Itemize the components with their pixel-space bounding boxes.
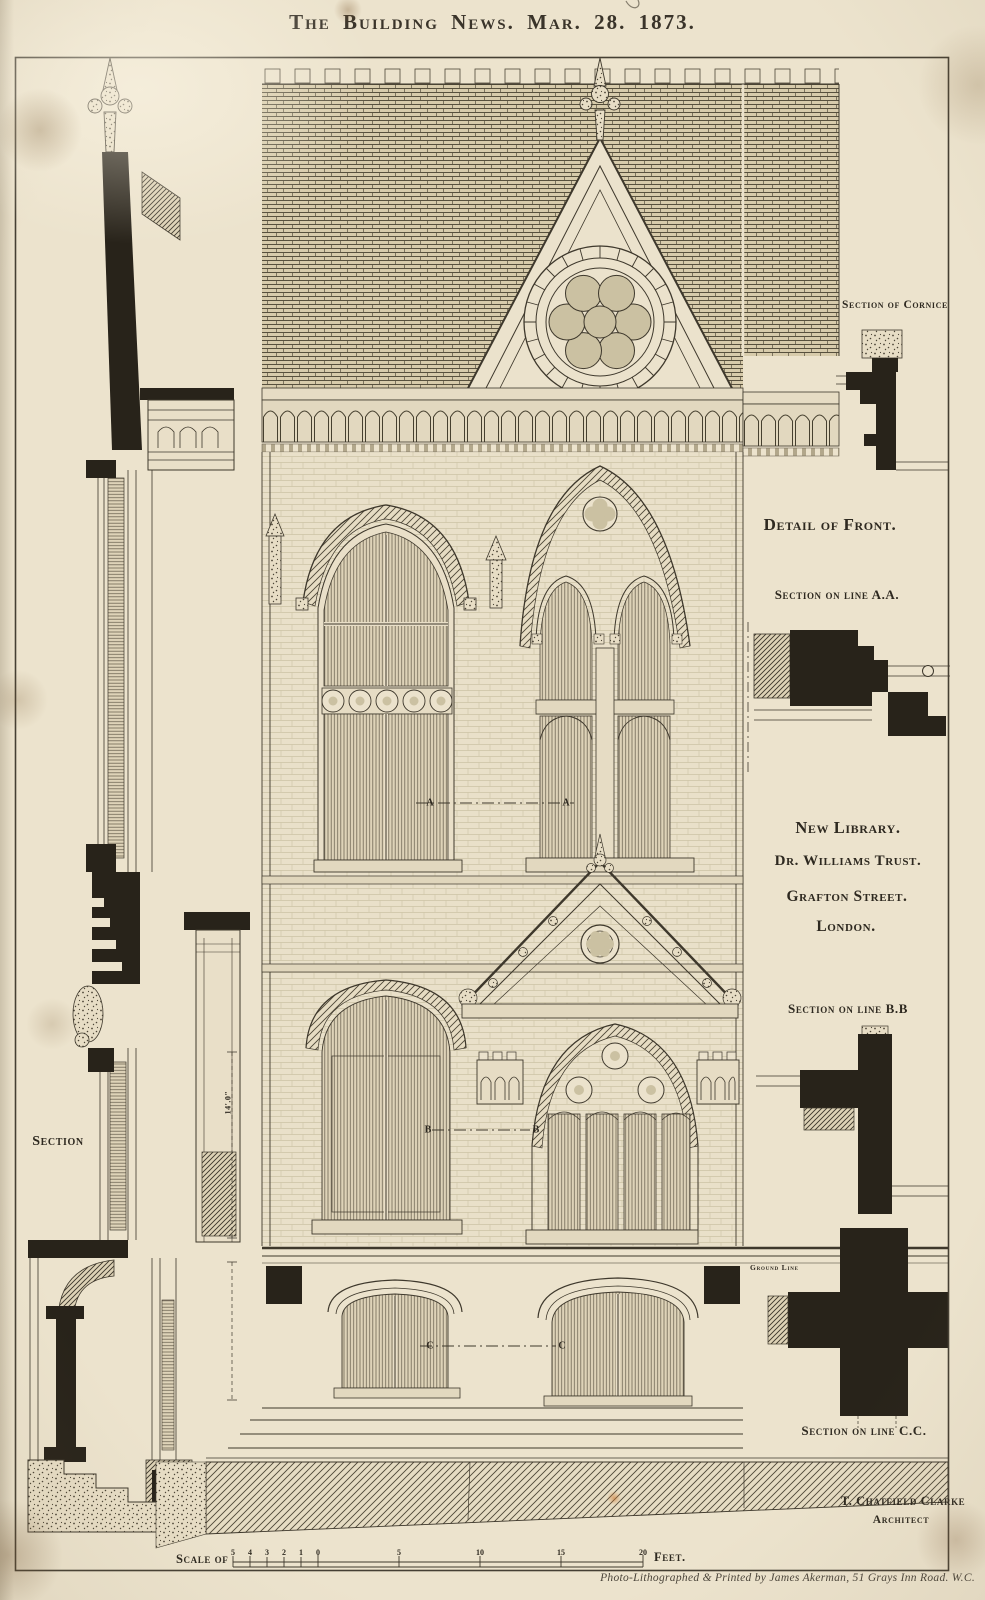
scale-bar [232,1555,644,1568]
parapet-crenellation [262,68,839,84]
mark-b-right: B [532,1124,540,1136]
mark-c-left: C [426,1340,434,1352]
scale-tick-label: 10 [476,1548,484,1557]
printer-imprint: Photo-Lithographed & Printed by James Ak… [600,1572,975,1584]
pavement [155,1457,949,1549]
mark-a-left: A [426,797,434,809]
scale-tick-label: 2 [282,1548,286,1557]
label-section-of-cornice: Section of Cornice [842,299,948,311]
label-trust: Dr. Williams Trust. [774,853,922,869]
section-cc-detail [767,1228,948,1428]
label-section-line-cc: Section on line C.C. [801,1423,927,1438]
corbel-cornice-band [261,387,840,457]
scale-tick-label: 5 [231,1548,235,1557]
mark-c-right: C [558,1340,566,1352]
scale-tick-label: 4 [248,1548,252,1557]
scale-tick-label: 5 [397,1548,401,1557]
handwriting-mark [625,0,640,9]
scale-tick-label: 20 [639,1548,647,1557]
rose-window [523,245,677,399]
mark-b-left: B [424,1124,432,1136]
left-section-drawing [27,57,250,1533]
scale-tick-label: 15 [557,1548,565,1557]
label-detail-of-front: Detail of Front. [763,515,897,534]
mark-a-right: A [562,797,570,809]
scale-tick-label: 1 [299,1548,303,1557]
scale-label: Scale of [176,1552,229,1566]
label-section-line-bb: Section on line B.B [788,1001,908,1016]
label-city: London. [816,918,876,935]
first-floor-left-window [295,504,477,873]
label-ground-line: Ground Line [750,1263,799,1272]
scale-tick-label: 0 [316,1548,320,1557]
plinth-lines [228,1407,743,1449]
scale-unit-label: Feet. [654,1550,686,1564]
plate-title: The Building News. Mar. 28. 1873. [289,10,696,34]
section-aa-detail [747,622,950,772]
label-left-section: Section [32,1134,84,1149]
section-bb-detail [756,1025,948,1214]
basement-vent-left [266,1266,302,1304]
label-architect-title: Architect [872,1514,930,1526]
label-section-line-aa: Section on line A.A. [774,587,900,602]
section-roof-poche [102,152,142,450]
section-finial [87,57,133,153]
roof-brick-field-right [743,84,839,356]
scale-tick-label: 3 [265,1548,269,1557]
dimension-label: 14'.0" [223,1090,233,1115]
basement-left-window [327,1279,463,1399]
label-street: Grafton Street. [786,888,908,905]
cornice-section-detail [836,329,948,471]
label-architect-name: T. Chatfield Clarke [840,1494,966,1508]
basement-vent-right [704,1266,740,1304]
label-new-library: New Library. [795,818,901,837]
